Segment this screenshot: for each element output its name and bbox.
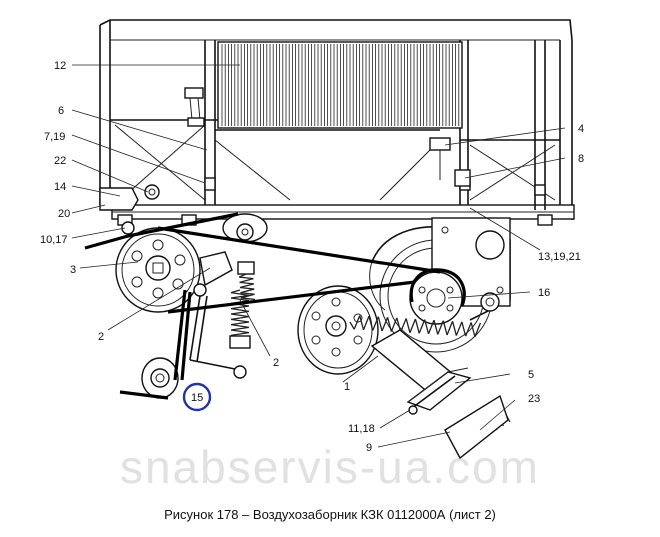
- right-side-parts: [429, 137, 471, 187]
- label-20: 20: [58, 208, 70, 220]
- label-6: 6: [58, 105, 64, 117]
- label-1: 1: [344, 381, 350, 393]
- label-8: 8: [578, 153, 584, 165]
- highlight-ring: [182, 382, 212, 412]
- drive-belts: [84, 212, 466, 400]
- label-15: 15: [191, 392, 203, 404]
- leader-lines: [71, 64, 566, 448]
- label-4: 4: [578, 123, 584, 135]
- label-9: 9: [366, 442, 372, 454]
- label-23: 23: [528, 393, 540, 405]
- label-16: 16: [538, 287, 550, 299]
- label-13-19-21: 13,19,21: [538, 251, 581, 263]
- label-22: 22: [54, 155, 66, 167]
- label-14: 14: [54, 181, 66, 193]
- callout-labels: 12 6 7,19 22 14 20 10,17 3 2 2 15 4 8 13…: [40, 60, 584, 454]
- label-7-19: 7,19: [44, 131, 65, 143]
- upper-idler-pulley: [121, 213, 268, 243]
- lower-idler-pulley: [141, 357, 179, 399]
- intake-pipe: [370, 329, 511, 460]
- label-12: 12: [54, 60, 66, 72]
- watermark: snabservis-ua.com: [119, 441, 541, 493]
- label-2-left: 2: [98, 331, 104, 343]
- figure-caption: Рисунок 178 – Воздухозаборник КЗК 011200…: [164, 507, 496, 522]
- radiator-grille: [184, 41, 463, 129]
- fan-housing: [369, 217, 511, 353]
- label-5: 5: [528, 369, 534, 381]
- label-2-right: 2: [273, 357, 279, 369]
- label-3: 3: [70, 264, 76, 276]
- label-10-17: 10,17: [40, 234, 68, 246]
- label-11-18: 11,18: [348, 423, 375, 435]
